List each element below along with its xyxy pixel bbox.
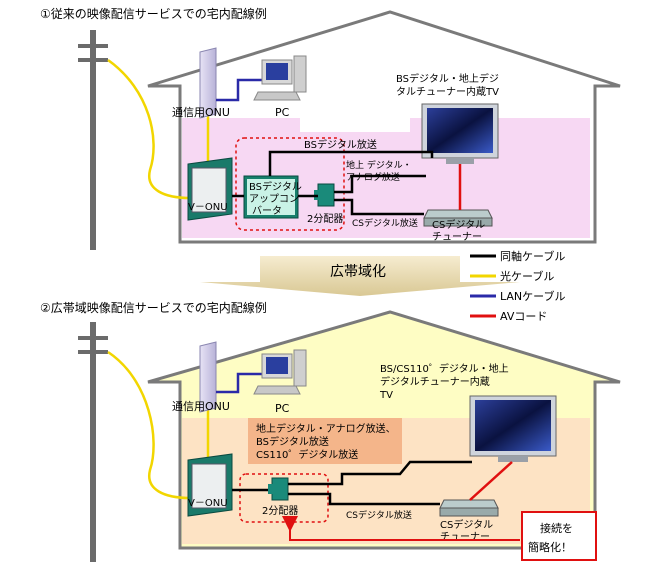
simplify-callout-line-2: 簡略化！	[528, 540, 572, 554]
pc-icon-top	[253, 55, 307, 101]
splitter-label-bottom: 2分配器	[262, 505, 298, 517]
bs-converter-top	[243, 175, 299, 219]
simplify-arrow	[282, 516, 520, 541]
cs-broadcast-label-bottom: CSデジタル放送	[346, 509, 412, 521]
top-heading: ①従来の映像配信サービスでの宅内配線例	[40, 6, 267, 21]
cs-tuner-label-top-1: CSデジタル	[432, 218, 485, 231]
cs-tuner-bottom	[439, 499, 499, 517]
broadband-arrow	[200, 256, 520, 296]
comm-onu-label-top: 通信用ONU	[172, 106, 230, 119]
terrestrial-label-top-1: 地上 デジタル・	[346, 159, 412, 171]
broadband-label: 広帯域化	[330, 264, 386, 280]
v-onu-label-top: V－ONU	[188, 202, 228, 213]
legend-label-coax: 同軸ケーブル	[500, 249, 565, 263]
av-cord-bottom	[469, 461, 513, 501]
pc-label-bottom: PC	[275, 402, 290, 415]
broadcast-info-line-1: 地上デジタル・アナログ放送、	[256, 422, 396, 435]
lan-cable-bottom	[216, 372, 262, 394]
utility-pole-bottom	[78, 322, 108, 562]
v-onu-top	[187, 157, 233, 221]
lan-cable-top	[216, 78, 262, 102]
tv-label-top-2: タルチューナー内蔵TV	[396, 85, 499, 98]
pc-label-top: PC	[275, 106, 290, 119]
simplify-callout-box	[521, 511, 597, 561]
optical-cable-top	[107, 58, 191, 200]
tv-icon-bottom	[469, 395, 557, 462]
tv-label-bottom-2: デジタルチューナー内蔵	[380, 375, 490, 388]
legend-label-optical: 光ケーブル	[500, 269, 554, 283]
legend-label-av: AVコード	[500, 310, 547, 323]
pc-icon-bottom	[253, 349, 307, 395]
tv-label-top-1: BSデジタル・地上デジ	[396, 72, 499, 85]
splitter-bottom	[268, 477, 289, 501]
splitter-label-top: 2分配器	[307, 213, 343, 225]
legend-label-lan: LANケーブル	[500, 289, 565, 303]
comm-onu-top	[199, 47, 217, 119]
cs-tuner-label-bottom-2: チューナー	[440, 531, 490, 543]
coax-cables-bottom	[232, 460, 472, 506]
bottom-heading: ②広帯域映像配信サービスでの宅内配線例	[40, 300, 267, 315]
cs-tuner-label-bottom-1: CSデジタル	[440, 518, 493, 531]
broadcast-info-box	[248, 418, 402, 464]
utility-pole-top	[78, 30, 108, 250]
simplify-callout-line-1: 接続を	[540, 521, 573, 535]
tv-label-bottom-1: BS/CS110゜デジタル・地上	[380, 362, 509, 375]
bs-broadcast-label-top: BSデジタル放送	[304, 138, 377, 151]
v-onu-bottom	[187, 453, 233, 517]
cs-broadcast-label-top: CSデジタル放送	[352, 217, 418, 229]
terrestrial-label-top-2: アナログ放送	[346, 171, 400, 183]
coax-cables-top	[232, 150, 434, 216]
cs-tuner-top	[423, 209, 493, 227]
legend: 同軸ケーブル 光ケーブル LANケーブル AVコード	[470, 249, 565, 323]
comm-onu-bottom	[199, 341, 217, 413]
tv-icon-top	[421, 103, 499, 164]
v-onu-label-bottom: V－ONU	[188, 498, 228, 509]
cs-tuner-label-top-2: チューナー	[432, 231, 482, 243]
comm-onu-label-bottom: 通信用ONU	[172, 400, 230, 413]
optical-cable-bottom	[107, 350, 191, 500]
converter-label-2: アップコン	[249, 193, 299, 205]
tv-label-bottom-3: TV	[379, 390, 393, 401]
converter-label-3: バータ	[252, 205, 282, 217]
broadcast-info-line-3: CS110゜デジタル放送	[256, 448, 358, 461]
broadcast-info-line-2: BSデジタル放送	[256, 435, 329, 448]
converter-label-1: BSデジタル	[249, 180, 302, 193]
